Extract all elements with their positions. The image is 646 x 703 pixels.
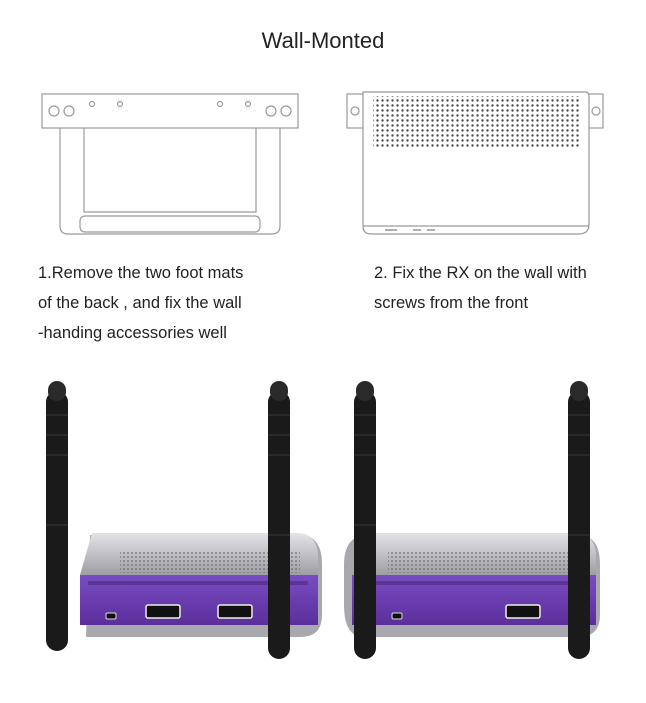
hdmi-port-icon [217, 604, 253, 619]
antenna-left [354, 381, 376, 659]
micro-usb-port-icon [105, 612, 117, 620]
step-1-line-2: of the back , and fix the wall [38, 294, 242, 312]
transmitter-photo [46, 381, 322, 659]
step-1-line-3: -handing accessories well [38, 324, 227, 342]
antenna-right [268, 381, 290, 659]
antenna-left [46, 381, 68, 651]
antenna-right [568, 381, 590, 659]
front-view-drawing [346, 91, 604, 235]
step-2-line-2: screws from the front [374, 294, 529, 312]
step-1-line-1: 1.Remove the two foot mats [38, 264, 244, 282]
step-1-instructions: 1.Remove the two foot mats of the back ,… [38, 258, 243, 348]
receiver-photo [344, 381, 600, 659]
hdmi-port-icon [505, 604, 541, 619]
back-view-drawing [41, 93, 299, 235]
hdmi-port-icon [145, 604, 181, 619]
step-2-instructions: 2. Fix the RX on the wall with screws fr… [374, 258, 587, 318]
step-2-line-1: 2. Fix the RX on the wall with [374, 264, 587, 282]
page-title: Wall-Monted [261, 28, 385, 53]
micro-usb-port-icon [391, 612, 403, 620]
